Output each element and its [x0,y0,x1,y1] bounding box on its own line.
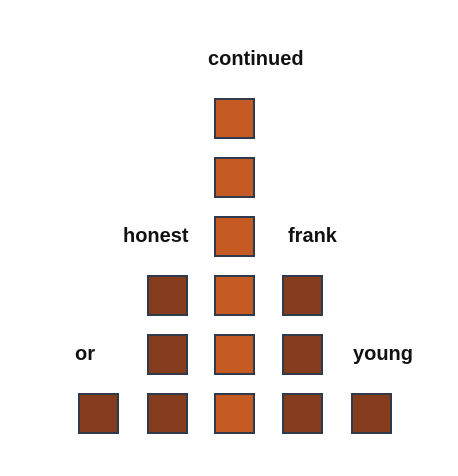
block-or-1 [78,393,119,434]
column-label-or: or [75,343,95,365]
block-frank-1 [282,393,323,434]
block-honest-3 [147,275,188,316]
block-continued-4 [214,216,255,257]
column-label-honest: honest [123,225,189,247]
block-young-1 [351,393,392,434]
block-frank-2 [282,334,323,375]
block-frank-3 [282,275,323,316]
block-honest-1 [147,393,188,434]
block-honest-2 [147,334,188,375]
block-continued-2 [214,334,255,375]
block-continued-6 [214,98,255,139]
block-continued-3 [214,275,255,316]
block-continued-5 [214,157,255,198]
column-label-continued: continued [208,48,304,70]
block-continued-1 [214,393,255,434]
column-label-frank: frank [288,225,337,247]
column-label-young: young [353,343,413,365]
